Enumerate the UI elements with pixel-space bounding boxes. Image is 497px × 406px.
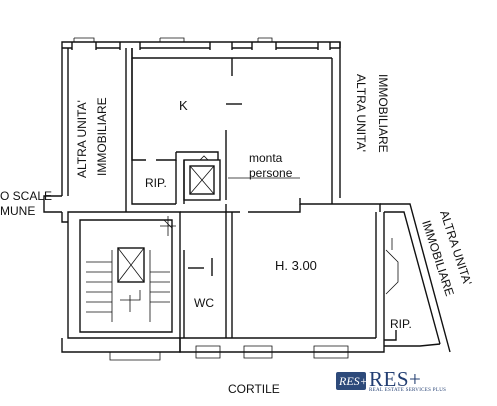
kitchen-label: K xyxy=(179,98,188,113)
stair-label-line2: MUNE xyxy=(0,204,35,218)
logo-badge: RES+ xyxy=(336,372,368,390)
res-plus-logo: RES+ RES+ REAL ESTATE SERVICES PLUS xyxy=(336,367,464,394)
left-unit-label-line1: ALTRA UNITA' xyxy=(75,100,89,178)
top-wall xyxy=(61,37,341,50)
main-room-walls xyxy=(160,211,385,346)
diagonal-wall xyxy=(380,203,451,353)
lift-label-line2: persone xyxy=(249,166,293,180)
left-unit-label-line2: IMMOBILIARE xyxy=(95,97,109,176)
lift-shaft xyxy=(183,155,221,201)
courtyard-label: CORTILE xyxy=(228,382,280,396)
stair-block xyxy=(61,211,181,361)
right-unit-label-line2: IMMOBILIARE xyxy=(376,74,390,153)
logo-brand: RES+ xyxy=(369,367,422,391)
wc-label: WC xyxy=(194,296,214,310)
lift-label-line1: monta xyxy=(249,151,283,165)
height-label: H. 3.00 xyxy=(275,258,317,273)
stair-label-line1: O SCALE xyxy=(0,189,52,203)
logo-tagline: REAL ESTATE SERVICES PLUS xyxy=(369,388,447,393)
storage-label-left: RIP. xyxy=(145,176,167,190)
storage-label-right: RIP. xyxy=(390,317,412,331)
logo-badge-text: RES+ xyxy=(339,374,368,388)
right-unit-label-line1: ALTRA UNITA' xyxy=(354,74,368,152)
bottom-wall xyxy=(179,338,385,359)
